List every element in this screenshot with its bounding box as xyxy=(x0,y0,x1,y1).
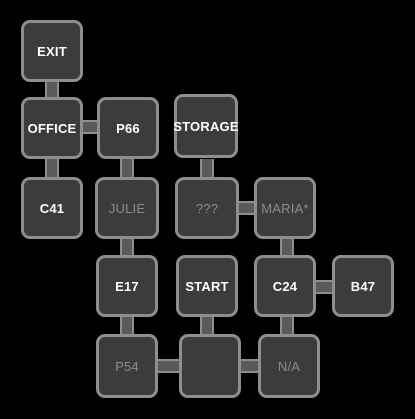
connector xyxy=(81,120,101,134)
room-exit[interactable]: EXIT xyxy=(21,20,83,82)
room-b47[interactable]: B47 xyxy=(332,255,394,317)
connector xyxy=(120,159,134,179)
room-c41[interactable]: C41 xyxy=(21,177,83,239)
room-p66[interactable]: P66 xyxy=(97,97,159,159)
connector xyxy=(120,238,134,258)
connector xyxy=(45,80,59,100)
room-office[interactable]: OFFICE xyxy=(21,97,83,159)
room-blank[interactable] xyxy=(179,334,241,398)
connector xyxy=(238,359,262,373)
room-maria[interactable]: MARIA* xyxy=(254,177,316,239)
connector xyxy=(45,159,59,179)
connector xyxy=(315,280,335,294)
room-storage[interactable]: STORAGE xyxy=(173,94,239,158)
room-julie[interactable]: JULIE xyxy=(95,177,159,239)
connector xyxy=(200,159,214,179)
room-c24[interactable]: C24 xyxy=(254,255,316,317)
room-start[interactable]: START xyxy=(176,255,238,317)
connector xyxy=(120,317,134,337)
room-na[interactable]: N/A xyxy=(258,334,320,398)
room-unknown[interactable]: ??? xyxy=(175,177,239,239)
room-e17[interactable]: E17 xyxy=(96,255,158,317)
connector xyxy=(200,317,214,337)
connector xyxy=(280,238,294,258)
room-p54[interactable]: P54 xyxy=(96,334,158,398)
connector xyxy=(158,359,182,373)
connector xyxy=(280,317,294,337)
connector xyxy=(237,201,257,215)
